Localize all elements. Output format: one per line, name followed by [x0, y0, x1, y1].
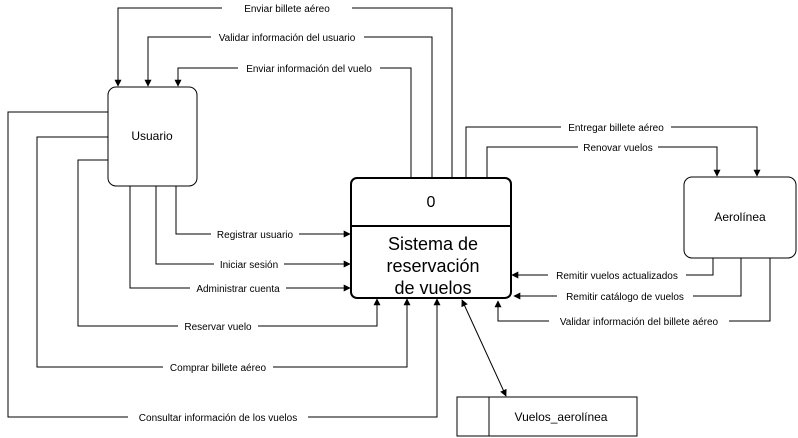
label-validar-usuario: Validar información del usuario	[211, 30, 364, 44]
label-renovar-vuelos: Renovar vuelos	[578, 140, 658, 154]
label-consultar-info: Consultar información de los vuelos	[128, 410, 308, 424]
svg-text:Validar información del usuari: Validar información del usuario	[219, 33, 356, 44]
svg-text:Administrar cuenta: Administrar cuenta	[196, 284, 280, 295]
label-administrar-cuenta: Administrar cuenta	[190, 281, 286, 295]
process-sistema-reservacion[interactable]: 0 Sistema de reservación de vuelos	[350, 177, 512, 299]
datastore-vuelos-aerolinea[interactable]: Vuelos_aerolínea	[456, 396, 638, 437]
flow-consultar-info	[7, 111, 441, 418]
entity-usuario-label: Usuario	[131, 129, 173, 143]
svg-text:Consultar información de los v: Consultar información de los vuelos	[139, 413, 297, 424]
flow-registrar-usuario	[175, 186, 351, 238]
flow-comprar-billete	[36, 136, 411, 368]
label-entregar-billete: Entregar billete aéreo	[561, 120, 671, 134]
process-id: 0	[427, 194, 436, 211]
svg-text:Reservar vuelo: Reservar vuelo	[184, 322, 252, 333]
label-iniciar-sesion: Iniciar sesión	[214, 257, 284, 271]
process-name-line-3: de vuelos	[394, 278, 471, 298]
label-registrar-usuario: Registrar usuario	[211, 227, 299, 241]
entity-aerolinea[interactable]: Aerolínea	[683, 176, 797, 259]
flow-datastore	[461, 299, 507, 397]
svg-text:Iniciar sesión: Iniciar sesión	[220, 260, 278, 271]
label-validar-billete: Validar información del billete aéreo	[549, 314, 729, 328]
label-enviar-info-vuelo: Enviar información del vuelo	[238, 61, 380, 75]
label-remitir-catalogo: Remitir catálogo de vuelos	[557, 289, 693, 303]
flow-reservar-vuelo	[77, 159, 381, 327]
entity-usuario[interactable]: Usuario	[107, 86, 198, 187]
svg-text:Comprar billete aéreo: Comprar billete aéreo	[170, 363, 267, 374]
svg-text:Registrar usuario: Registrar usuario	[217, 230, 294, 241]
svg-text:Enviar billete aéreo: Enviar billete aéreo	[244, 4, 330, 15]
flow-enviar-info-vuelo	[174, 67, 412, 178]
svg-text:Validar información del billet: Validar información del billete aéreo	[560, 317, 719, 328]
label-enviar-billete: Enviar billete aéreo	[222, 1, 352, 15]
label-reservar-vuelo: Reservar vuelo	[178, 319, 258, 333]
svg-text:Entregar billete aéreo: Entregar billete aéreo	[568, 123, 664, 134]
process-name-line-2: reservación	[386, 256, 479, 276]
svg-text:Enviar información del vuelo: Enviar información del vuelo	[246, 64, 372, 75]
flow-iniciar-sesion	[155, 186, 351, 268]
datastore-label: Vuelos_aerolínea	[515, 410, 608, 424]
label-comprar-billete: Comprar billete aéreo	[163, 360, 273, 374]
process-name-line-1: Sistema de	[388, 234, 478, 254]
label-remitir-actualizados: Remitir vuelos actualizados	[548, 268, 686, 282]
svg-text:Remitir vuelos actualizados: Remitir vuelos actualizados	[556, 271, 678, 282]
entity-aerolinea-label: Aerolínea	[714, 210, 766, 224]
svg-text:Renovar vuelos: Renovar vuelos	[583, 143, 652, 154]
svg-text:Remitir catálogo de vuelos: Remitir catálogo de vuelos	[566, 292, 684, 303]
